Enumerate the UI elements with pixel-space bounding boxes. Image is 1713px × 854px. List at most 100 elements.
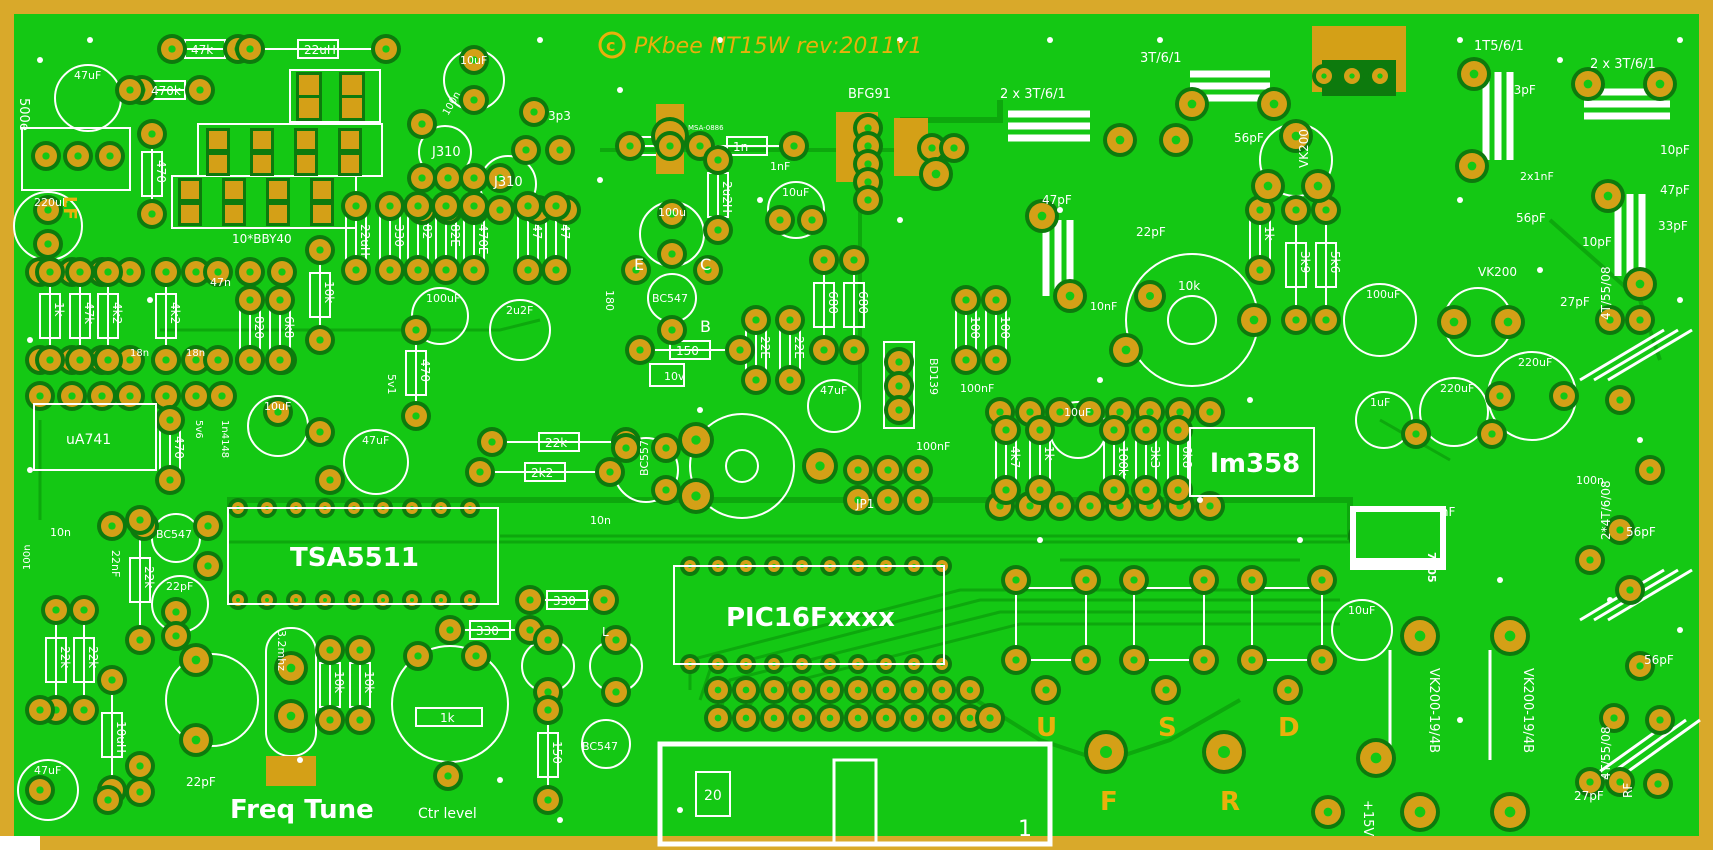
pad <box>315 705 345 735</box>
ic-tsa5511: TSA5511 <box>227 507 499 605</box>
pad <box>621 255 651 285</box>
pad <box>1575 767 1605 797</box>
pad <box>928 704 956 732</box>
component-label: 22E <box>758 336 772 359</box>
pad <box>1103 123 1137 157</box>
component-label: 1nF <box>770 160 790 173</box>
component-label: 22uH <box>358 224 372 256</box>
pad <box>25 695 55 725</box>
pad <box>1605 385 1635 415</box>
via <box>1557 57 1563 63</box>
pad <box>775 305 805 335</box>
pad <box>1084 730 1128 774</box>
pad <box>1251 169 1285 203</box>
component-label: 5v6 <box>193 420 204 439</box>
pad <box>511 135 541 165</box>
pad <box>1245 255 1275 285</box>
pad <box>31 141 61 171</box>
pad <box>1045 491 1075 521</box>
pad <box>1485 381 1515 411</box>
pad <box>1025 199 1059 233</box>
pad <box>1605 515 1635 545</box>
component-label: 2u2H <box>720 181 734 213</box>
pad <box>35 257 65 287</box>
ic-pic-label: PIC16Fxxxx <box>726 603 895 633</box>
connector-box: 20 1 <box>657 741 1053 847</box>
pad <box>589 585 619 615</box>
pad <box>407 163 437 193</box>
pad <box>651 433 681 463</box>
pad <box>981 345 1011 375</box>
pad <box>345 705 375 735</box>
pad <box>693 255 723 285</box>
pad <box>917 133 947 163</box>
pad <box>235 34 265 64</box>
pad <box>545 135 575 165</box>
pad <box>703 215 733 245</box>
pad <box>797 205 827 235</box>
bc557-label: BC557 <box>638 440 651 476</box>
via <box>1157 37 1163 43</box>
ic-tsa5511-label: TSA5511 <box>290 543 419 573</box>
pad-layer <box>25 26 1683 832</box>
square-pad <box>206 128 230 152</box>
pad <box>373 590 393 610</box>
pad <box>274 699 308 733</box>
via <box>27 467 33 473</box>
component-label: 10k <box>322 281 336 303</box>
pad <box>1625 305 1655 335</box>
pad <box>137 119 167 149</box>
pad <box>315 590 335 610</box>
square-pad <box>266 202 290 226</box>
lf-label: LF <box>59 196 80 220</box>
board-title: PKbee NT15W rev:2011v1 <box>634 34 922 59</box>
pad <box>1301 169 1335 203</box>
pad <box>1400 616 1440 656</box>
component-label: 1n <box>733 140 748 154</box>
pad <box>809 335 839 365</box>
component-label: 6k8 <box>282 316 296 338</box>
vk200-b-label: VK200 <box>1478 265 1517 279</box>
via <box>1057 207 1063 213</box>
msa-label: MSA-0886 <box>688 124 724 132</box>
pad <box>33 195 63 225</box>
pad <box>991 415 1021 445</box>
pad <box>207 381 237 411</box>
pad <box>137 199 167 229</box>
ic-7805-inner <box>1356 512 1440 558</box>
component-label: 10n <box>590 514 611 527</box>
pad <box>477 427 507 457</box>
square-pad <box>310 202 334 226</box>
pad <box>595 457 625 487</box>
component-label: 47 <box>530 224 544 239</box>
pad <box>155 405 185 435</box>
pad <box>1340 64 1364 88</box>
pad <box>1477 419 1507 449</box>
pad <box>1455 149 1489 183</box>
coil-2x3t-b-label: 2 x 3T/6/1 <box>1590 57 1656 72</box>
pad <box>839 335 869 365</box>
component-label: 5v1 <box>385 374 398 395</box>
pad <box>678 422 714 458</box>
pad <box>1623 267 1657 301</box>
xtal-label: 3.2mhz <box>275 630 288 671</box>
pad <box>760 704 788 732</box>
pad <box>1031 675 1061 705</box>
pad <box>1595 305 1625 335</box>
component-label: 4k2 <box>110 302 124 324</box>
component-label: 100nF <box>916 440 950 453</box>
pad <box>265 345 295 375</box>
pad <box>179 643 213 677</box>
pad <box>1279 119 1313 153</box>
via <box>557 817 563 823</box>
pad <box>93 257 123 287</box>
pad <box>816 676 844 704</box>
via <box>1607 597 1613 603</box>
via <box>147 297 153 303</box>
pad <box>1131 475 1161 505</box>
pad <box>1615 575 1645 605</box>
component-label: 22pF <box>1136 225 1166 239</box>
component-label: 22pF <box>186 775 216 789</box>
component-label: 330 <box>392 224 406 247</box>
l-tag: L <box>602 625 609 639</box>
